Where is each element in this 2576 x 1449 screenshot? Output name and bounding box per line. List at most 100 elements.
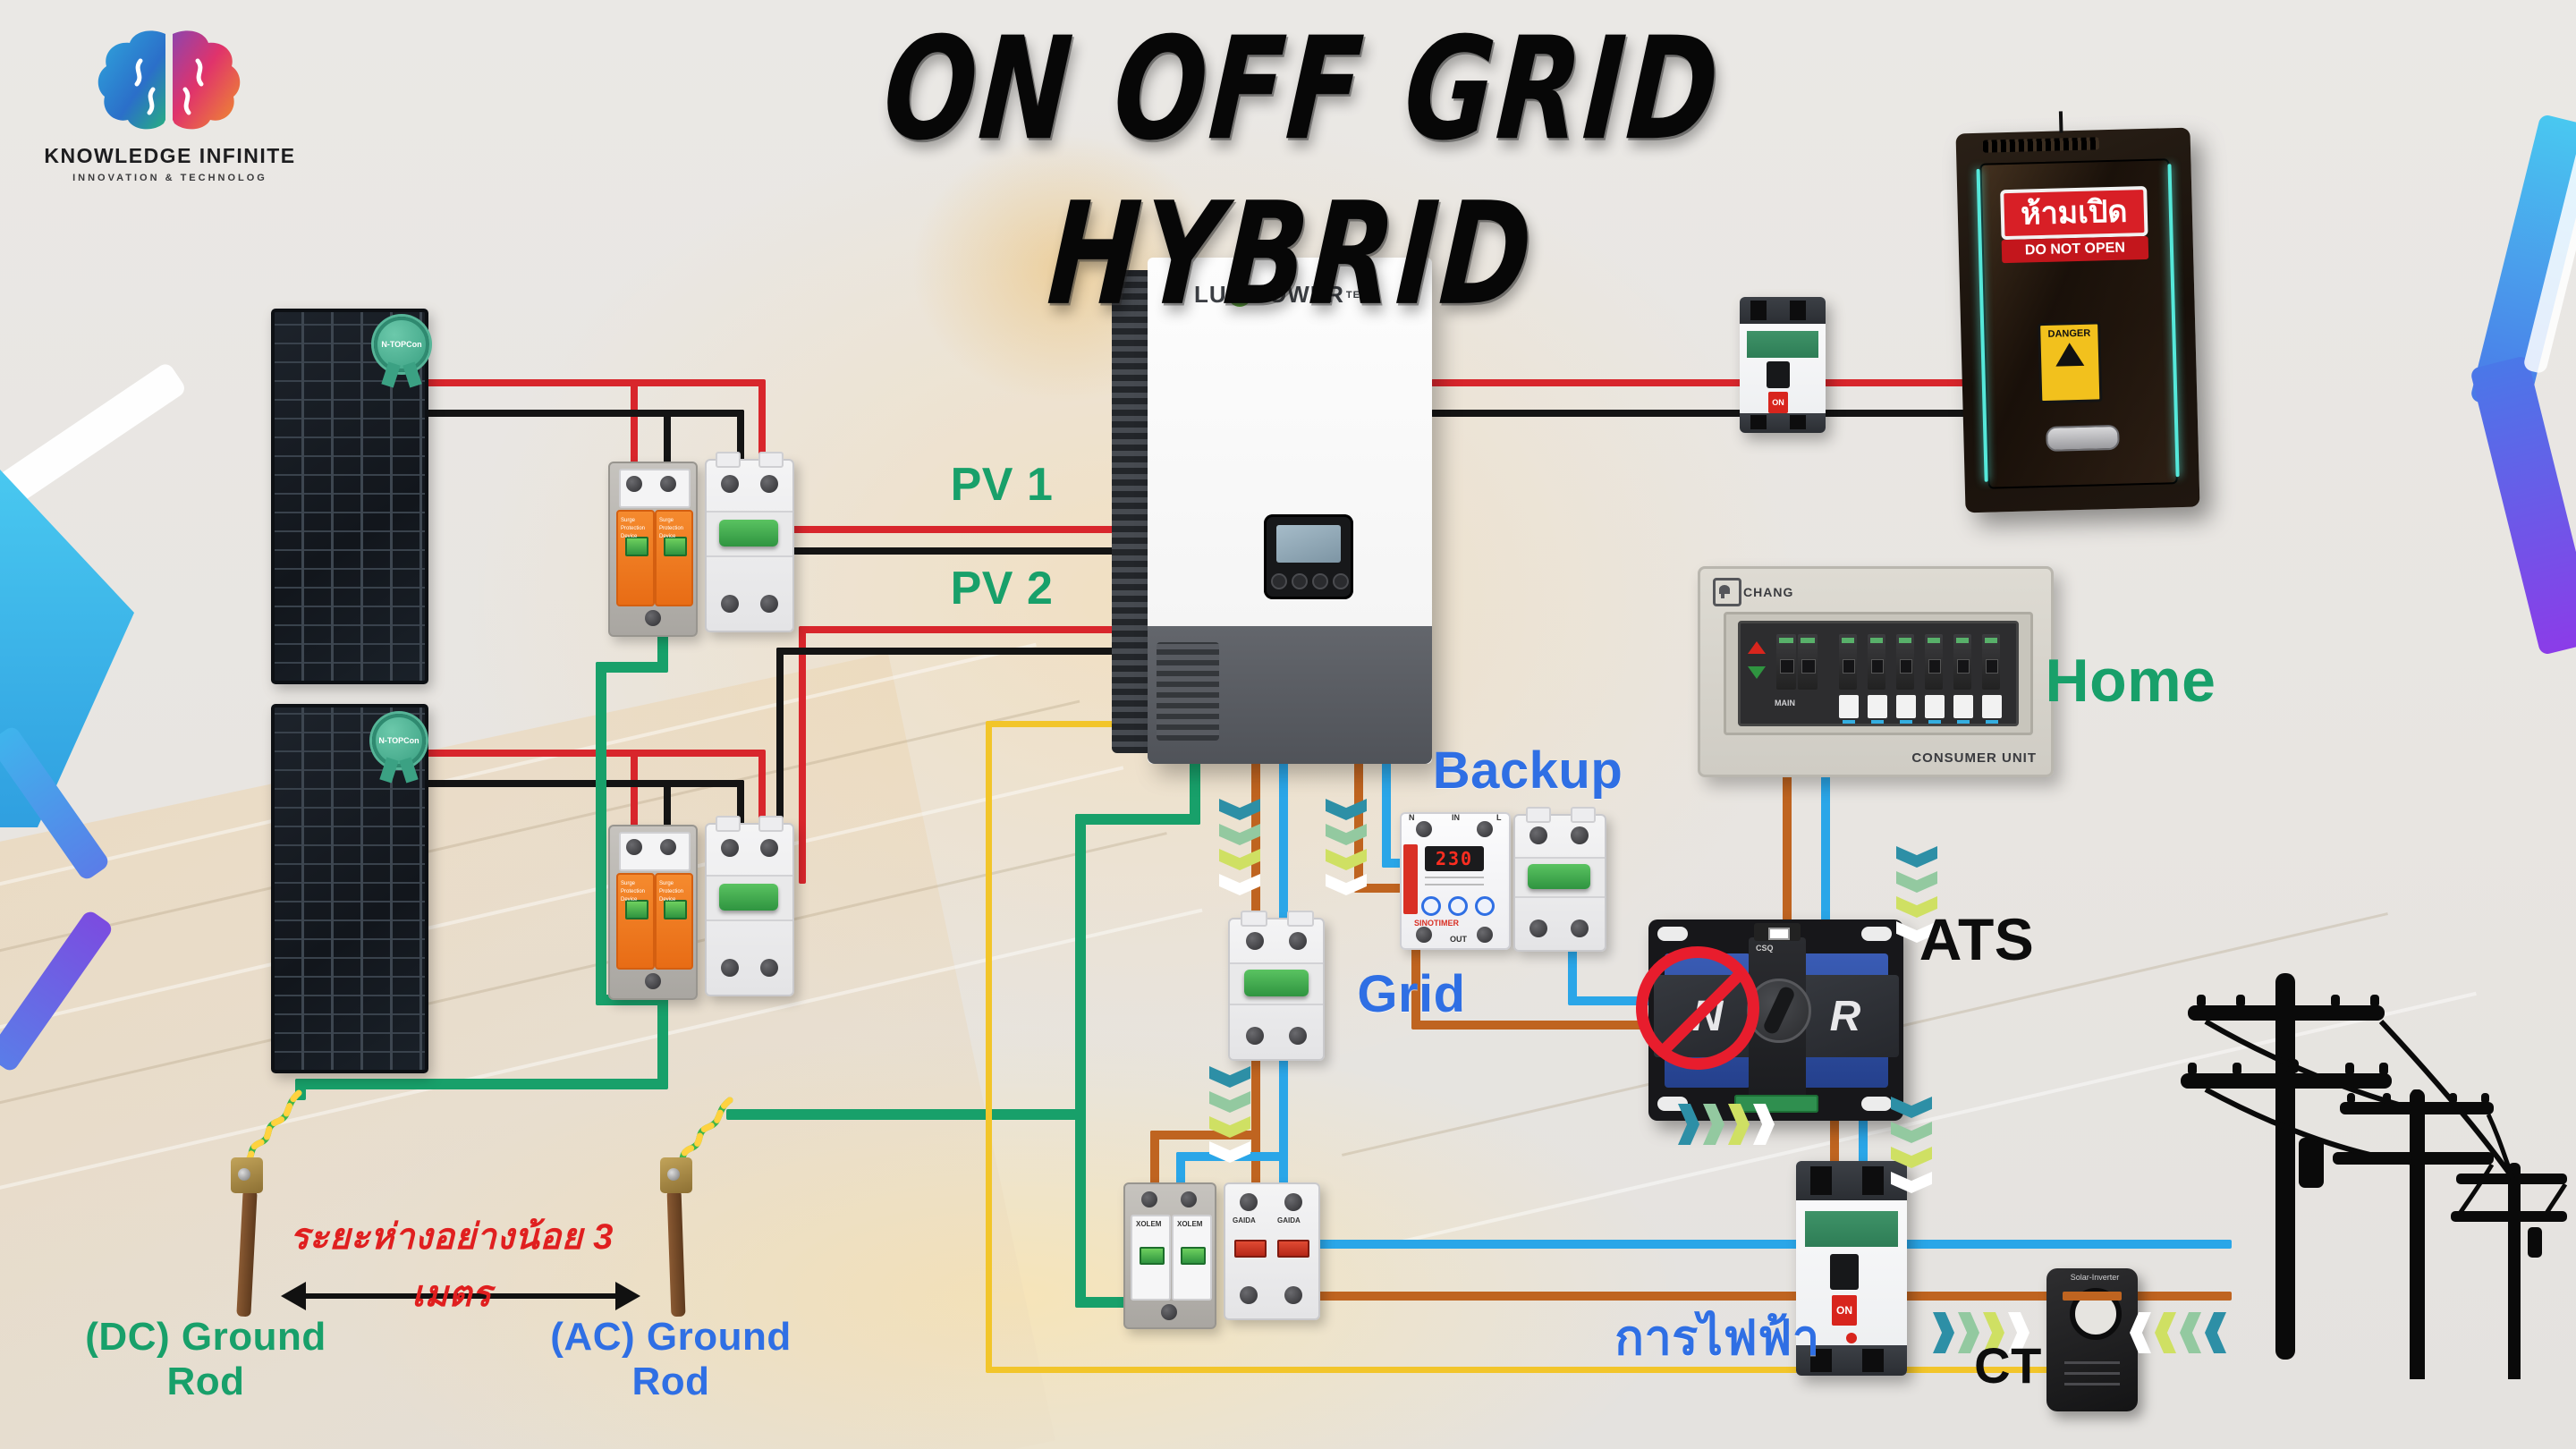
wire-pv1-blk-h [420, 410, 744, 417]
wire-bkp-blu-3 [1568, 944, 1577, 1004]
power-poles-icon [2181, 973, 2568, 1379]
spd-label: Surge Protection Device [621, 881, 646, 902]
danger-sticker: DANGER [2038, 321, 2103, 404]
label-distance-note: ระยะห่างอย่างน้อย 3 เมตร [290, 1217, 614, 1314]
wire-ats-brn [1830, 1098, 1839, 1170]
chevrons-down-icon [1891, 1097, 1932, 1193]
wire-gnd-dc-5 [657, 989, 668, 1088]
wire-grid-brn-2 [1251, 1052, 1260, 1188]
chevrons-right-icon [1678, 1104, 1775, 1145]
wire-pv2-red-v2 [631, 750, 638, 832]
spd-label: Surge Protection Device [621, 518, 646, 539]
wire-ct-pass [2063, 1292, 2122, 1301]
wire-ats-blu [1859, 1098, 1868, 1170]
wire-battery-black [1431, 410, 1977, 417]
wire-bkp-blu-1 [1382, 762, 1391, 868]
chevrons-down-icon [1896, 846, 1937, 943]
ground-rod-clamp [231, 1157, 263, 1193]
wire-ct-yellow-2 [986, 721, 992, 1372]
dc-surge-protector-1: Surge Protection Device Surge Protection… [608, 462, 698, 637]
wire-pv1-red-v2 [631, 379, 638, 469]
wire-gnd-dc-6 [295, 1079, 668, 1089]
label-ct: CT [1974, 1337, 2042, 1394]
chevrons-down-icon [1219, 799, 1260, 895]
vp-l: L [1496, 814, 1502, 822]
chang-logo-icon [1713, 578, 1741, 606]
wire-gnd-ac-2 [1075, 814, 1200, 825]
badge-text: N-TOPCon [378, 736, 419, 745]
ct-text: Solar-Inverter [2070, 1274, 2120, 1282]
logo-company: KNOWLEDGE INFINITE [44, 144, 296, 167]
vp-n: N [1409, 814, 1415, 822]
wire-pv2-red-h [420, 750, 765, 757]
wire-grid-brn-4 [1150, 1131, 1159, 1188]
label-ats: ATS [1919, 906, 2035, 972]
label-pv1: PV 1 [950, 459, 1054, 511]
solar-panel-1 [271, 309, 428, 684]
wire-gnd-ac-4 [726, 1109, 1086, 1120]
ac-surge-protector: XOLEM XOLEM [1123, 1182, 1216, 1329]
wire-pv2-out-red-h [799, 626, 1145, 633]
ct-clamp: Solar-Inverter [2046, 1268, 2138, 1411]
fuse-holder: GAIDA GAIDA [1224, 1182, 1320, 1320]
spd-ac-brand: XOLEM [1177, 1220, 1203, 1228]
backup-breaker [1513, 807, 1606, 952]
grid-breaker [1228, 911, 1325, 1061]
ntopcon-badge-1: N-TOPCon [374, 317, 429, 388]
ats-brand: CSQ [1756, 945, 1774, 953]
wire-pv2-out-blk-h [776, 648, 1145, 655]
vp-in: IN [1452, 814, 1460, 822]
wire-grid-blu-1 [1279, 762, 1288, 925]
label-home: Home [2045, 647, 2216, 715]
spd-label: Surge Protection Device [659, 518, 684, 539]
label-pv2: PV 2 [950, 563, 1054, 614]
dc-surge-protector-2: Surge Protection Device Surge Protection… [608, 825, 698, 1000]
wire-pv1-red-h [420, 379, 765, 386]
wire-ct-yellow-3 [986, 1367, 2098, 1373]
wire-cu-blu [1821, 769, 1830, 936]
page-title: ON OFF GRID HYBRID [878, 6, 1726, 337]
dc-breaker-1 [705, 452, 794, 632]
ats-r-cover: R [1792, 975, 1899, 1057]
decor-left-white-slash [0, 360, 188, 516]
fuse-brand: GAIDA [1277, 1216, 1301, 1224]
knowledge-infinite-logo: KNOWLEDGE INFINITE INNOVATION & TECHNOLO… [36, 27, 304, 183]
wire-gnd-ac-3 [1075, 814, 1086, 1118]
label-backup: Backup [1432, 741, 1623, 800]
vp-out: OUT [1450, 936, 1467, 944]
cabinet-warning-en: DO NOT OPEN [2001, 235, 2149, 264]
ats-switch: N R CSQ [1636, 919, 1903, 1121]
dc-breaker-2 [705, 816, 794, 996]
wire-gnd-dc-2 [596, 662, 668, 673]
spd-ac-brand: XOLEM [1136, 1220, 1162, 1228]
cabinet-warning-thai: ห้ามเปิด [2000, 185, 2148, 241]
wire-cu-brn [1783, 769, 1792, 936]
chevrons-down-icon [1326, 799, 1367, 895]
ntopcon-badge-2: N-TOPCon [372, 714, 426, 784]
wire-util-brn [1310, 1292, 2232, 1301]
label-utility: การไฟฟ้า [1614, 1311, 1820, 1365]
wire-pv1-blk-v2 [664, 410, 671, 469]
consumer-unit: CHANG MAIN CONSUMER UNIT [1698, 566, 2054, 777]
wire-gnd-ac-5 [1075, 1109, 1086, 1304]
wire-pv2-blk-h [420, 780, 744, 787]
wire-pv1-out-red [785, 526, 1145, 533]
consumer-main-label: MAIN [1775, 699, 1795, 708]
chevrons-left-icon [2130, 1312, 2226, 1353]
wire-ct-yellow-1 [989, 721, 1116, 727]
wire-util-blu [1310, 1240, 2232, 1249]
voltage-protector: N IN L 230 SINOTIMER OUT [1400, 812, 1511, 950]
fuse-brand: GAIDA [1233, 1216, 1256, 1224]
decor-left-chev-b [0, 908, 115, 1074]
label-dc-ground: (DC) Ground Rod [85, 1315, 326, 1403]
consumer-brand: CHANG [1743, 585, 1794, 599]
ac-ground-rod [666, 1189, 686, 1318]
label-grid: Grid [1357, 965, 1466, 1023]
on-button-label: ON [1768, 392, 1788, 413]
label-ac-ground: (AC) Ground Rod [550, 1315, 792, 1403]
wire-grid-blu-2 [1279, 1052, 1288, 1188]
no-entry-icon [1636, 946, 1759, 1070]
wire-gnd-ac-6 [1075, 1297, 1129, 1308]
wire-pv1-out-blk [785, 547, 1145, 555]
